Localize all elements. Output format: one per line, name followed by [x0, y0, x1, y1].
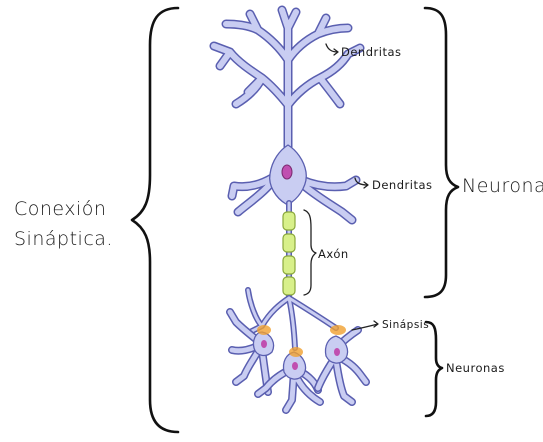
top-dendrite-tree	[209, 5, 365, 155]
synapse-highlights	[257, 325, 346, 357]
arrow-dendritas-mid	[354, 177, 369, 189]
label-conexion: Conexión	[14, 198, 106, 220]
label-sinapsis: Sinápsis	[382, 319, 429, 331]
label-arrows	[325, 43, 379, 331]
label-dendritas-mid: Dendritas	[372, 178, 433, 192]
neurona-curly-brace	[423, 6, 460, 299]
soma-dendrites	[227, 173, 361, 225]
arrow-sinapsis	[351, 320, 379, 331]
arrow-dendritas-top	[325, 43, 339, 56]
label-neuronas: Neuronas	[446, 361, 505, 375]
neuronas-curly-brace	[424, 320, 444, 418]
synapse-spot	[257, 325, 271, 335]
lower-neuron-left	[226, 308, 275, 396]
left-curly-brace	[130, 6, 180, 434]
synapse-spot	[289, 347, 303, 357]
lower-neurons	[226, 308, 370, 414]
myelin-sheath	[282, 211, 296, 296]
main-nucleus	[281, 164, 293, 180]
lower-neuron-right	[314, 326, 370, 406]
lower-neuron-middle	[254, 351, 324, 414]
main-neuron	[209, 5, 365, 351]
synapse-spot	[330, 325, 346, 335]
label-neurona: Neurona	[462, 175, 543, 197]
myelin-segment	[282, 276, 296, 296]
label-dendritas-top: Dendritas	[341, 45, 402, 59]
label-axon: Axón	[318, 247, 349, 261]
axon-brace	[303, 209, 317, 296]
myelin-segment	[282, 255, 296, 275]
axon-terminals	[245, 287, 339, 351]
label-sinaptica: Sináptica.	[14, 228, 113, 250]
myelin-segment	[282, 233, 296, 253]
myelin-segment	[282, 211, 296, 231]
